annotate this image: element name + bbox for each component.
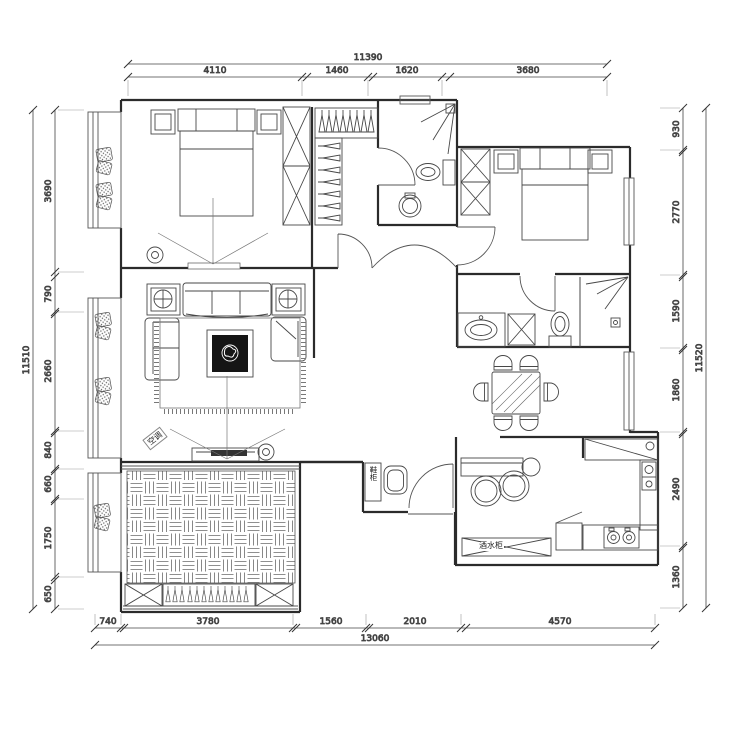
plant-living	[257, 443, 275, 461]
hanger-rack-left	[317, 142, 341, 222]
dim-label: 3780	[197, 617, 220, 627]
shower-bath1	[420, 103, 456, 155]
side-table-right	[271, 283, 306, 316]
entry-chair	[383, 465, 408, 495]
rug	[154, 317, 306, 414]
window-bedroom2	[623, 177, 635, 246]
washing-machine	[507, 313, 536, 346]
dim-label-top-total: 11390	[354, 53, 383, 63]
balcony-tile-floor	[126, 470, 296, 584]
window-bath1	[399, 95, 431, 105]
entry	[364, 462, 408, 502]
stove	[603, 526, 640, 549]
threshold-bedroom1	[187, 262, 241, 270]
bar-area	[460, 457, 552, 557]
kitchen	[555, 438, 659, 551]
kitchen-cabinet	[555, 522, 583, 551]
window-balcony-south	[123, 605, 298, 610]
bedroom-1	[146, 106, 311, 265]
kitchen-sink	[641, 461, 657, 491]
hall-arch	[371, 244, 458, 269]
dim-label: 930	[672, 120, 682, 137]
window-dining	[623, 351, 635, 431]
door-entry	[408, 463, 454, 515]
balcony-cabinet-right	[255, 583, 294, 607]
walk-in-closet	[314, 107, 379, 226]
dim-label: 4110	[204, 66, 227, 76]
shower-bath2	[585, 276, 629, 310]
side-table-left	[146, 283, 181, 316]
dining-area	[473, 355, 559, 431]
bar-stool	[470, 475, 502, 507]
dim-label: 2770	[672, 200, 682, 223]
dim-label: 740	[99, 617, 116, 627]
sofa-main	[182, 282, 272, 318]
dim-label: 3690	[44, 179, 54, 202]
coffee-table	[206, 329, 254, 378]
plant-bedroom1	[146, 246, 164, 264]
doors	[187, 147, 583, 524]
bedroom-2	[460, 147, 613, 241]
bathroom-2	[457, 276, 629, 348]
bay-decor-stones	[93, 146, 114, 532]
bar-counter	[460, 457, 541, 477]
door-bath1	[377, 147, 416, 186]
dim-label: 1590	[672, 299, 682, 322]
basin-bath1	[398, 192, 422, 218]
bathroom-1	[398, 103, 456, 218]
dim-label: 2490	[672, 477, 682, 500]
wine-cabinet	[461, 537, 552, 557]
dim-label: 1620	[396, 66, 419, 76]
ceiling-leader-bedroom1	[157, 198, 269, 265]
dim-label: 1360	[672, 565, 682, 588]
dim-label: 2010	[404, 617, 427, 627]
dim-label: 650	[44, 585, 54, 602]
slider-living-balcony	[121, 465, 300, 470]
dim-label: 2660	[44, 359, 54, 382]
door-closet	[337, 233, 373, 269]
dim-top: 11390 4110 1460 1620 3680	[123, 53, 612, 96]
wardrobe-bedroom1	[282, 106, 311, 226]
armchair-right	[270, 316, 307, 362]
wardrobe-bedroom2	[460, 148, 491, 216]
balcony-cabinet-left	[124, 583, 163, 607]
dim-label: 1860	[672, 378, 682, 401]
sofa-left	[144, 317, 180, 381]
living-room	[144, 282, 307, 462]
door-bath2	[519, 275, 556, 312]
dim-label: 1460	[326, 66, 349, 76]
toilet-bath2	[548, 311, 572, 348]
toilet-bath1	[415, 159, 456, 186]
dim-label: 790	[44, 285, 54, 302]
dim-label-left-total: 11510	[22, 345, 32, 374]
door-kitchen-cabinet	[555, 511, 583, 524]
tv-stand	[191, 447, 260, 462]
dim-label-right-total: 11520	[695, 343, 705, 372]
label-shoe-cabinet: 鞋柜	[369, 466, 378, 481]
bar-stool	[498, 470, 530, 502]
dim-right: 11520 930 2770 1590 1860 2490 1360	[660, 103, 711, 613]
ceiling-leader-living	[169, 376, 286, 460]
dim-bottom: 740 3780 1560 2010 4570 13060	[90, 614, 660, 650]
dim-label: 4570	[549, 617, 572, 627]
dim-label: 1750	[44, 526, 54, 549]
dim-label: 840	[44, 441, 54, 458]
hanger-rack-top	[318, 109, 375, 133]
vanity-bath2	[457, 312, 506, 348]
door-bedroom2	[456, 226, 496, 266]
drying-rack	[162, 583, 256, 607]
label-wine-cabinet: 酒水柜	[478, 541, 504, 551]
dim-label: 660	[44, 475, 54, 492]
dim-label: 1560	[320, 617, 343, 627]
dining-table	[491, 371, 541, 415]
dim-label: 3680	[517, 66, 540, 76]
dimensions: 11390 4110 1460 1620 3680 11510 3690 790…	[22, 53, 711, 650]
balcony	[124, 470, 296, 607]
dim-label-bottom-total: 13060	[361, 634, 390, 644]
dining-chairs	[473, 355, 559, 431]
shoe-cabinet	[364, 462, 382, 502]
dim-left: 11510 3690 790 2660 840 660 1750 650	[22, 105, 84, 614]
